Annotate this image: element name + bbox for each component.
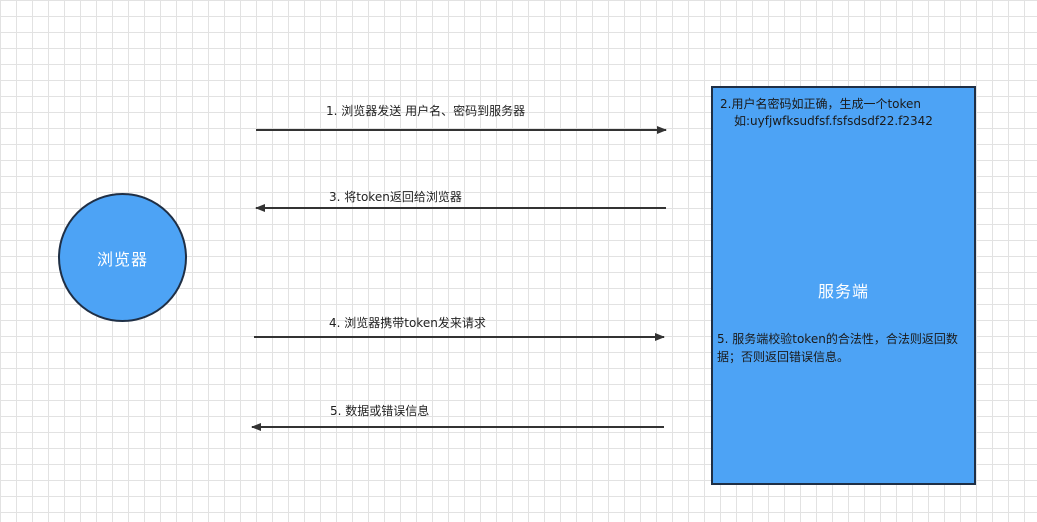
arrow-label-step-3: 3. 将token返回给浏览器 (329, 190, 462, 204)
server-node-label: 服务端 (817, 282, 869, 301)
server-note-token-generation: 2.用户名密码如正确，生成一个token 如:uyfjwfksudfsf.fsf… (720, 96, 972, 130)
arrow-label-step-5: 5. 数据或错误信息 (330, 404, 430, 418)
arrow-label-step-4: 4. 浏览器携带token发来请求 (329, 316, 486, 330)
server-note-line-2: 如:uyfjwfksudfsf.fsfsdsdf22.f2342 (734, 114, 933, 128)
arrow-label-step-1: 1. 浏览器发送 用户名、密码到服务器 (326, 104, 526, 118)
server-node[interactable]: 2.用户名密码如正确，生成一个token 如:uyfjwfksudfsf.fsf… (711, 86, 976, 485)
server-note-line-1: 2.用户名密码如正确，生成一个token (720, 97, 922, 111)
browser-node-label: 浏览器 (96, 249, 148, 269)
browser-node[interactable]: 浏览器 (58, 193, 187, 322)
server-note-token-validation: 5. 服务端校验token的合法性，合法则返回数据；否则返回错误信息。 (717, 332, 958, 364)
